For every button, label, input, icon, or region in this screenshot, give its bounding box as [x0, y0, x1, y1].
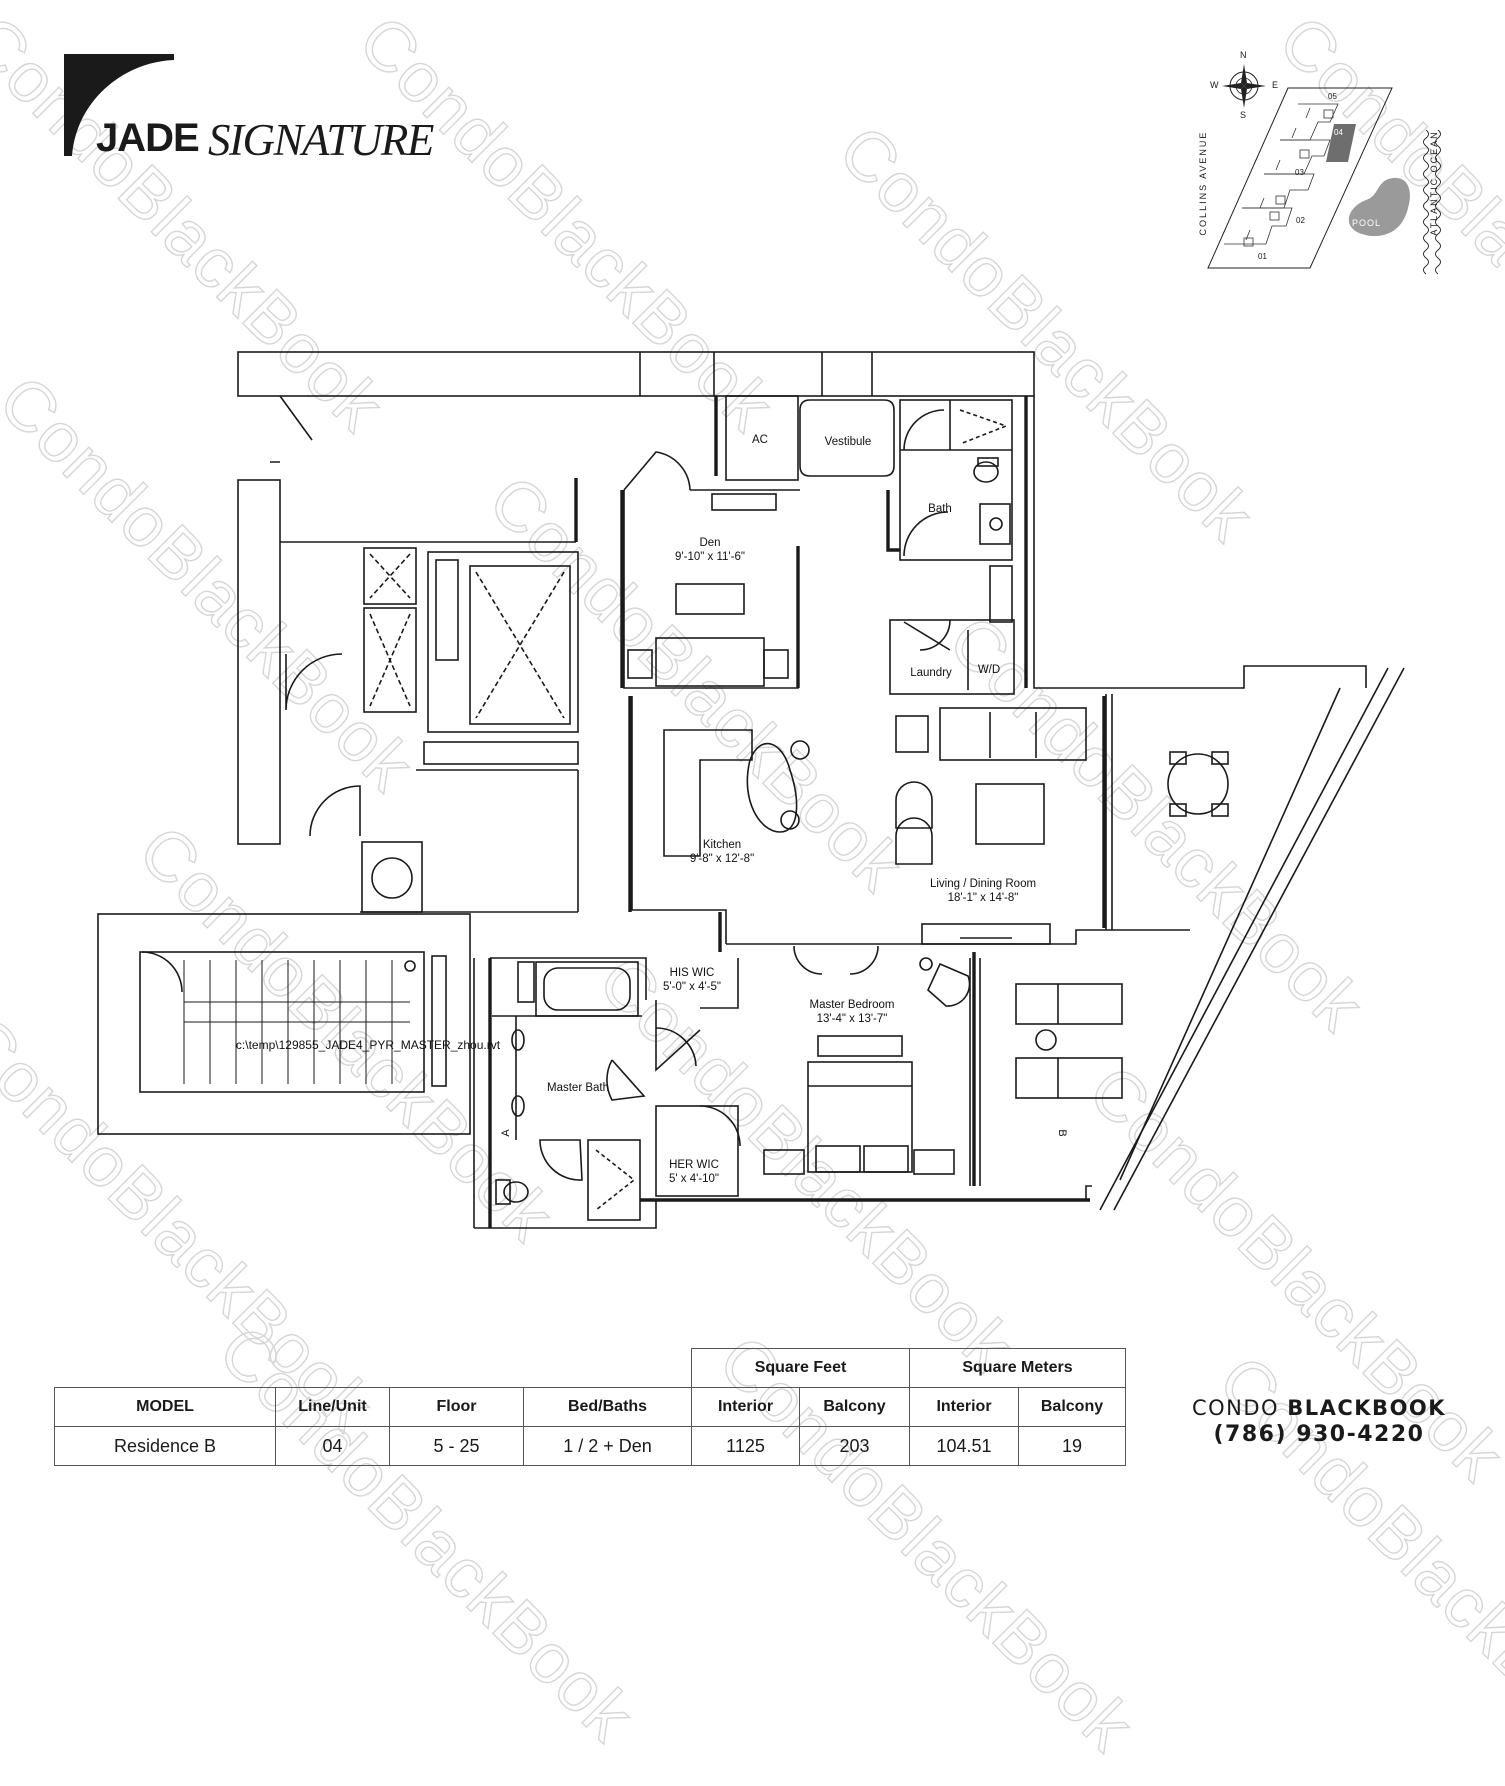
room-laundry: Laundry: [910, 666, 952, 680]
col-sqm-balcony: Balcony: [1018, 1387, 1126, 1427]
room-his-wic-size: 5'-0" x 4'-5": [663, 981, 721, 993]
logo: JADE SIGNATURE: [62, 52, 482, 165]
table-group-row: Square Feet Square Meters: [55, 1348, 1126, 1388]
cell-bed-baths: 1 / 2 + Den: [523, 1426, 692, 1466]
pool-shape: [1348, 177, 1410, 237]
room-master-bedroom: Master Bedroom 13'-4" x 13'-7": [809, 998, 894, 1026]
col-sqft-interior: Interior: [691, 1387, 800, 1427]
group-header-sqft: Square Feet: [691, 1348, 910, 1388]
compass-south: S: [1240, 110, 1247, 120]
room-ac: AC: [752, 433, 768, 447]
highlighted-unit: [1326, 124, 1356, 162]
unit-03-label: 03: [1295, 168, 1304, 177]
room-living-size: 18'-1" x 14'-8": [947, 892, 1019, 904]
section-marker-b-label: B: [1056, 1129, 1068, 1137]
cell-floor: 5 - 25: [389, 1426, 524, 1466]
pool-label: POOL: [1352, 218, 1382, 228]
section-marker-a-label: A: [500, 1129, 512, 1137]
room-her-wic-label: HER WIC: [669, 1159, 719, 1171]
room-wd-label: W/D: [977, 664, 1001, 676]
table-row: Residence B 04 5 - 25 1 / 2 + Den 1125 2…: [54, 1426, 1126, 1466]
compass-north: N: [1240, 50, 1247, 60]
contact-brand-regular: CONDO: [1191, 1396, 1280, 1420]
room-his-wic-label: HIS WIC: [669, 967, 715, 979]
room-vestibule: Vestibule: [825, 435, 872, 449]
room-kitchen-size: 9'-8" x 12'-8": [689, 853, 755, 865]
room-wd: W/D: [978, 663, 1000, 677]
room-living-label: Living / Dining Room: [929, 878, 1037, 890]
floor-plan: [97, 351, 1405, 1229]
room-her-wic: HER WIC 5' x 4'-10": [669, 1158, 719, 1186]
contact-brand: CONDO BLACKBOOK: [1154, 1396, 1484, 1420]
col-sqm-interior: Interior: [909, 1387, 1019, 1427]
room-laundry-label: Laundry: [910, 667, 952, 679]
col-sqft-balcony: Balcony: [799, 1387, 910, 1427]
logo-text-bold: JADE: [96, 116, 200, 160]
room-ac-label: AC: [752, 434, 768, 446]
file-reference: c:\temp\129855_JADE4_PYR_MASTER_zhou.rvt: [236, 1038, 500, 1052]
logo-text-italic: SIGNATURE: [208, 115, 434, 165]
cell-model: Residence B: [54, 1426, 276, 1466]
unit-01-label: 01: [1258, 252, 1267, 261]
room-vestibule-label: Vestibule: [824, 436, 872, 448]
compass-west: W: [1210, 80, 1219, 90]
spec-table: Square Feet Square Meters MODEL Line/Uni…: [54, 1348, 1126, 1466]
logo-mark: [64, 54, 174, 156]
room-living: Living / Dining Room 18'-1" x 14'-8": [930, 877, 1036, 905]
room-den-size: 9'-10" x 11'-6": [675, 551, 745, 563]
compass-east: E: [1272, 80, 1279, 90]
col-bed-baths: Bed/Baths: [523, 1387, 692, 1427]
cell-sqft-balcony: 203: [799, 1426, 910, 1466]
room-master-bedroom-size: 13'-4" x 13'-7": [816, 1013, 888, 1025]
contact-brand-bold: BLACKBOOK: [1287, 1396, 1447, 1420]
contact-phone[interactable]: (786) 930-4220: [1213, 1422, 1425, 1447]
room-kitchen: Kitchen 9'-8" x 12'-8": [690, 838, 754, 866]
file-reference-text: c:\temp\129855_JADE4_PYR_MASTER_zhou.rvt: [235, 1038, 501, 1052]
contact-block: CONDO BLACKBOOK (786) 930-4220: [1154, 1396, 1484, 1447]
key-plan-drawing: [1207, 64, 1441, 275]
room-master-bedroom-label: Master Bedroom: [809, 999, 895, 1011]
cell-sqft-interior: 1125: [691, 1426, 800, 1466]
cell-sqm-interior: 104.51: [909, 1426, 1019, 1466]
col-floor: Floor: [389, 1387, 524, 1427]
room-bath-label: Bath: [928, 503, 952, 515]
room-master-bath-label: Master Bath: [547, 1082, 609, 1094]
key-plan: N E S W 05 04 03 02 01 POOL COLLINS AVEN…: [1180, 48, 1480, 278]
section-marker-b: B: [1055, 1129, 1069, 1136]
room-kitchen-label: Kitchen: [702, 839, 742, 851]
room-his-wic: HIS WIC 5'-0" x 4'-5": [663, 966, 721, 994]
unit-05-label: 05: [1328, 92, 1337, 101]
section-marker-a: A: [499, 1129, 513, 1136]
room-bath: Bath: [928, 502, 952, 516]
room-master-bath: Master Bath: [547, 1081, 609, 1095]
room-her-wic-size: 5' x 4'-10": [668, 1173, 720, 1185]
room-den: Den 9'-10" x 11'-6": [675, 536, 745, 564]
cell-line-unit: 04: [275, 1426, 390, 1466]
col-line-unit: Line/Unit: [275, 1387, 390, 1427]
unit-02-label: 02: [1296, 216, 1305, 225]
unit-04-label: 04: [1334, 128, 1343, 137]
room-den-label: Den: [699, 537, 721, 549]
col-model: MODEL: [54, 1387, 276, 1427]
compass-icon: [1222, 64, 1266, 108]
group-header-sqm: Square Meters: [909, 1348, 1126, 1388]
table-header-row: MODEL Line/Unit Floor Bed/Baths Interior…: [54, 1387, 1126, 1427]
cell-sqm-balcony: 19: [1018, 1426, 1126, 1466]
